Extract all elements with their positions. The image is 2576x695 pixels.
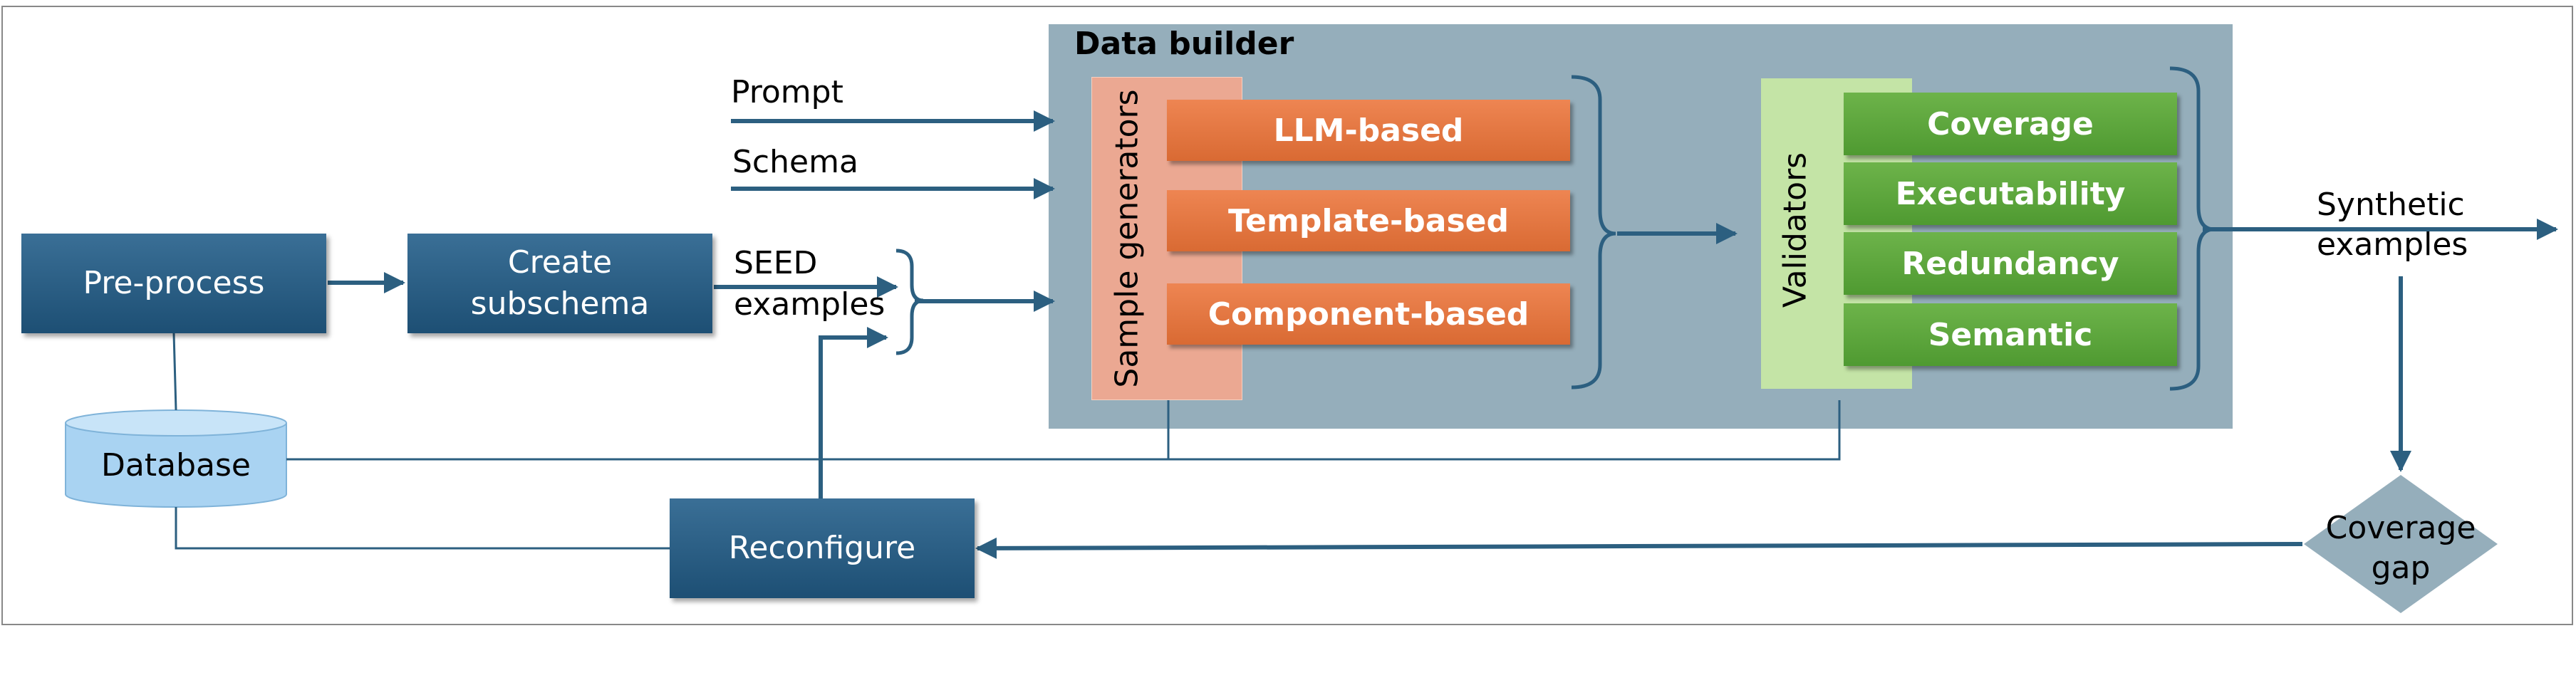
validator-executability: Executability xyxy=(1844,162,2177,225)
diagram-frame xyxy=(1,6,2573,625)
reconfigure-label: Reconfigure xyxy=(728,530,916,566)
coverage-gap-diamond xyxy=(2304,475,2498,613)
create-subschema-label-1: Create xyxy=(507,244,613,281)
generator-component-label: Component-based xyxy=(1208,296,1530,333)
brace-validators xyxy=(2169,66,2215,391)
arrow-coverage-gap-to-reconfigure xyxy=(975,537,2303,559)
input-seed-label-2: examples xyxy=(734,286,886,323)
validator-semantic-label: Semantic xyxy=(1928,316,2093,353)
generator-llm-based: LLM-based xyxy=(1167,100,1570,161)
generator-llm-label: LLM-based xyxy=(1273,112,1464,149)
validator-redundancy-label: Redundancy xyxy=(1901,245,2119,282)
preprocess-database-line xyxy=(172,333,177,411)
validator-coverage: Coverage xyxy=(1844,93,2177,155)
synthetic-examples-label-1: Synthetic xyxy=(2317,187,2465,223)
data-builder-title: Data builder xyxy=(1074,26,1294,62)
coverage-gap-label-1: Coverage xyxy=(2325,510,2476,546)
create-subschema-label-2: subschema xyxy=(470,286,650,322)
validator-semantic: Semantic xyxy=(1844,303,2177,366)
synthetic-examples-label-2: examples xyxy=(2317,226,2468,263)
create-subschema-box: Create subschema xyxy=(407,234,712,333)
arrow-reconfigure-to-seed xyxy=(819,327,888,498)
coverage-gap-label-2: gap xyxy=(2371,550,2431,586)
generator-template-based: Template-based xyxy=(1167,190,1570,251)
validator-redundancy: Redundancy xyxy=(1844,232,2177,295)
brace-generators xyxy=(1571,75,1616,390)
database-reconfigure-line xyxy=(175,507,670,550)
reconfigure-box: Reconfigure xyxy=(670,498,975,598)
generator-template-label: Template-based xyxy=(1228,202,1509,239)
database-cylinder xyxy=(65,409,287,508)
preprocess-label: Pre-process xyxy=(83,265,265,301)
validator-executability-label: Executability xyxy=(1895,175,2126,212)
validator-coverage-label: Coverage xyxy=(1927,105,2094,142)
preprocess-box: Pre-process xyxy=(21,234,326,333)
input-seed-label-1: SEED xyxy=(734,245,818,281)
generator-component-based: Component-based xyxy=(1167,283,1570,345)
input-schema-label: Schema xyxy=(732,144,858,180)
database-builder-line xyxy=(286,400,1841,461)
input-prompt-label: Prompt xyxy=(731,74,843,110)
database-label: Database xyxy=(101,447,251,484)
brace-seed xyxy=(895,249,924,355)
